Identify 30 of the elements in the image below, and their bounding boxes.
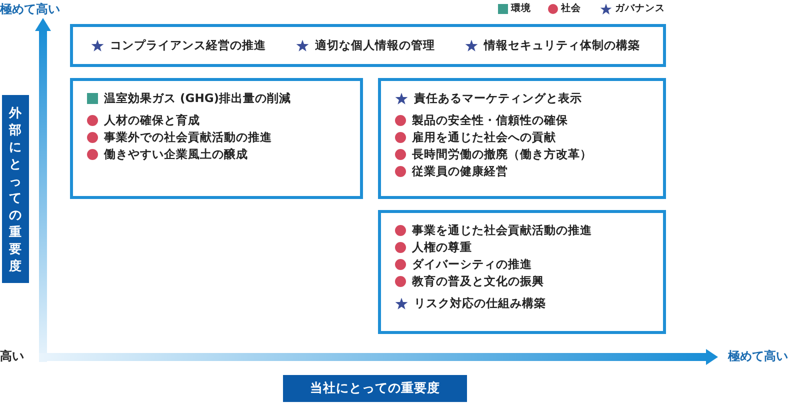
materiality-box	[70, 24, 666, 67]
materiality-item: 情報セキュリティ体制の構築	[484, 38, 640, 53]
legend-label: 社会	[561, 2, 581, 15]
axis-title-text: 外部にとっての重要度	[8, 104, 22, 274]
legend-label: ガバナンス	[615, 2, 665, 15]
materiality-item: 製品の安全性・信頼性の確保	[412, 113, 568, 128]
legend-label: 環境	[511, 2, 531, 15]
materiality-item: 教育の普及と文化の振興	[412, 274, 544, 289]
axis-end-label: 高い	[0, 348, 24, 365]
materiality-item: リスク対応の仕組み構築	[414, 296, 546, 311]
axis-title: 当社にとっての重要度	[283, 375, 467, 402]
materiality-item: ダイバーシティの推進	[412, 257, 532, 272]
materiality-item: 働きやすい企業風土の醸成	[104, 147, 248, 162]
materiality-item: 雇用を通じた社会への貢献	[412, 130, 556, 145]
materiality-item: 長時間労働の撤廃（働き方改革）	[412, 147, 592, 162]
materiality-item: 事業を通じた社会貢献活動の推進	[412, 223, 592, 238]
materiality-item: コンプライアンス経営の推進	[110, 38, 266, 53]
materiality-item: 人権の尊重	[412, 240, 472, 255]
axis-title-band	[2, 95, 29, 283]
materiality-box	[378, 78, 666, 199]
materiality-item: 責任あるマーケティングと表示	[414, 91, 582, 106]
materiality-item: 事業外での社会貢献活動の推進	[104, 130, 272, 145]
materiality-item: 人材の確保と育成	[104, 113, 200, 128]
axis-end-label: 極めて高い	[0, 1, 60, 18]
materiality-item: 従業員の健康経営	[412, 164, 508, 179]
axis-end-label: 極めて高い	[728, 348, 788, 365]
materiality-item: 適切な個人情報の管理	[315, 38, 435, 53]
materiality-box	[378, 210, 666, 334]
materiality-box	[70, 78, 363, 199]
materiality-item: 温室効果ガス (GHG)排出量の削減	[104, 91, 292, 106]
